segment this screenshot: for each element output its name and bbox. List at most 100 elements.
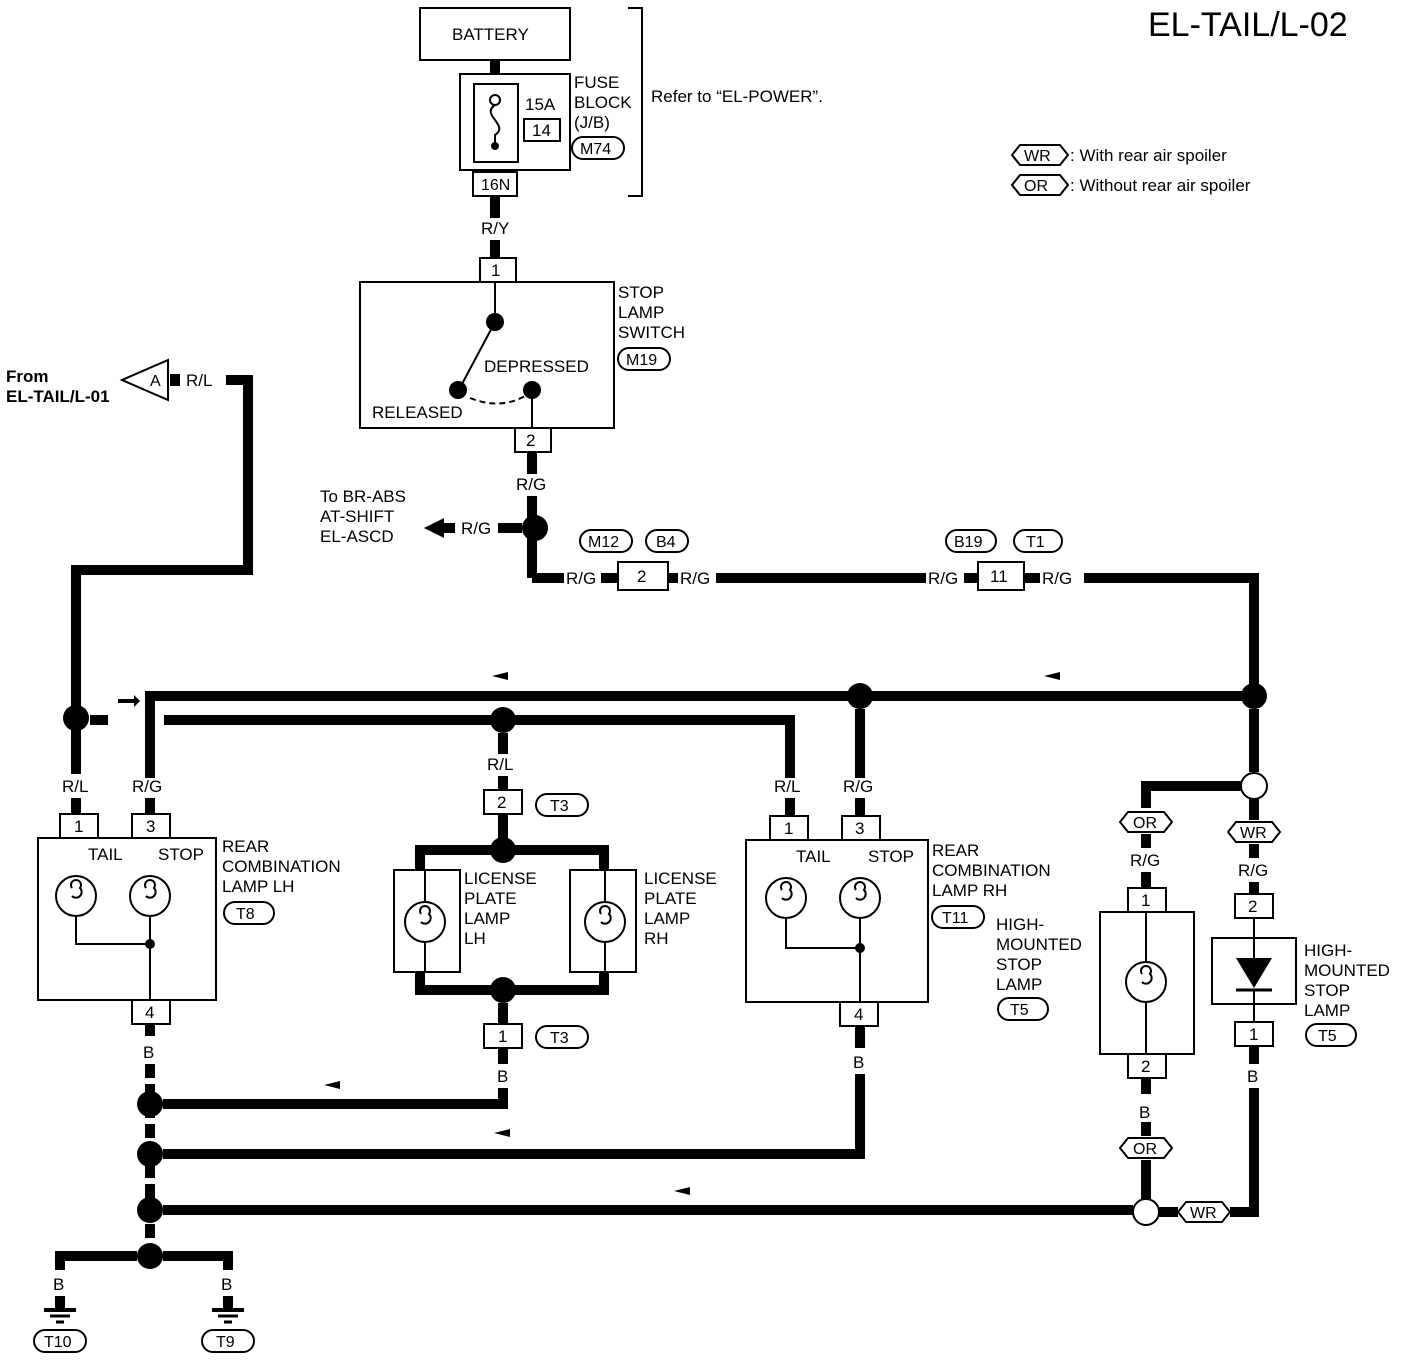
from-marker: A	[150, 373, 161, 390]
switch-depressed: DEPRESSED	[484, 357, 589, 376]
jc1-right: B4	[656, 534, 676, 551]
plate-lh-4: LH	[464, 929, 486, 948]
ground-right-connector: T9	[216, 1334, 235, 1351]
from-line-2: EL-TAIL/L-01	[6, 387, 110, 406]
connector-a-marker	[119, 358, 169, 402]
jc2-pin: 11	[990, 567, 1008, 586]
hms-wr-pin-top: 2	[1248, 897, 1257, 916]
wire-rl-from: R/L	[186, 371, 212, 390]
wire-rg-rh: R/G	[843, 777, 873, 796]
wire-b-plate: B	[497, 1067, 508, 1086]
jc1-pin: 2	[637, 567, 646, 586]
rh-pin-3: 3	[855, 819, 864, 838]
wire-rl-rh: R/L	[774, 777, 800, 796]
diagram-title: EL-TAIL/L-02	[1148, 6, 1348, 44]
wire-ry-label: R/Y	[481, 219, 509, 238]
arrow-left-icon	[492, 672, 522, 680]
hms-wr-pin-bot: 1	[1249, 1025, 1258, 1044]
wire-rg-b: R/G	[680, 569, 710, 588]
fuse-label-2: BLOCK	[574, 93, 632, 112]
fuse-connector: M74	[580, 141, 611, 158]
switch-label-1: STOP	[618, 283, 664, 302]
plate-lh-2: PLATE	[464, 889, 517, 908]
fuse-pin: 16N	[481, 177, 510, 194]
arrow-left-icon	[674, 1187, 704, 1195]
or-tag-bottom: OR	[1133, 1141, 1157, 1158]
hms-or-pin-bot: 2	[1141, 1057, 1150, 1076]
fuse-label-3: (J/B)	[574, 113, 610, 132]
wire-rg-to: R/G	[461, 519, 491, 538]
wire-b-lh: B	[143, 1043, 154, 1062]
battery-label: BATTERY	[452, 25, 529, 44]
switch-released: RELEASED	[372, 403, 463, 422]
lh-pin-4: 4	[145, 1003, 154, 1022]
plate-rh-2: PLATE	[644, 889, 697, 908]
hms-wr-label-4: LAMP	[1304, 1001, 1350, 1020]
bulb-icon	[129, 875, 171, 917]
hms-or-label-3: STOP	[996, 955, 1042, 974]
wire-rl-lh: R/L	[62, 777, 88, 796]
lh-connector: T8	[236, 906, 255, 923]
hms-wr-label-2: MOUNTED	[1304, 961, 1390, 980]
switch-pin-2: 2	[526, 431, 535, 450]
fuse-amp: 15A	[525, 95, 556, 114]
plate-rh-1: LICENSE	[644, 869, 717, 888]
rh-pin-4: 4	[854, 1005, 863, 1024]
rh-label-3: LAMP RH	[932, 881, 1007, 900]
wr-hex-icon	[1010, 144, 1070, 166]
bulb-icon	[839, 877, 881, 919]
rear-combination-lamp-lh	[37, 837, 217, 1001]
legend-wr-tag: WR	[1024, 148, 1051, 165]
lh-label-3: LAMP LH	[222, 877, 294, 896]
to-line-3: EL-ASCD	[320, 527, 394, 546]
option-splice	[1240, 772, 1268, 800]
bulb-icon	[1125, 961, 1167, 1003]
wire-rg-c: R/G	[928, 569, 958, 588]
hms-or-label-1: HIGH-	[996, 915, 1044, 934]
rh-stop: STOP	[868, 847, 914, 866]
to-line-2: AT-SHIFT	[320, 507, 394, 526]
wire-b-wr: B	[1247, 1067, 1258, 1086]
legend-or-tag: OR	[1024, 178, 1048, 195]
wire-rg-wr: R/G	[1238, 861, 1268, 880]
wire-rg-a: R/G	[566, 569, 596, 588]
hms-or-connector: T5	[1010, 1002, 1029, 1019]
lh-tail: TAIL	[88, 845, 123, 864]
rh-tail: TAIL	[796, 847, 831, 866]
hms-wr-label-1: HIGH-	[1304, 941, 1352, 960]
rh-pin-1: 1	[784, 819, 793, 838]
jc2-right: T1	[1026, 534, 1045, 551]
rear-combination-lamp-rh	[745, 839, 929, 1003]
fuse-number: 14	[532, 121, 551, 140]
plate-rh-3: LAMP	[644, 909, 690, 928]
wr-tag-bottom: WR	[1190, 1205, 1217, 1222]
lh-stop: STOP	[158, 845, 204, 864]
switch-connector: M19	[626, 352, 657, 369]
wire-rg-or: R/G	[1130, 851, 1160, 870]
plate-pin-top: 2	[497, 793, 506, 812]
wire-rg-d: R/G	[1042, 569, 1072, 588]
wire-rl-plate: R/L	[487, 755, 513, 774]
or-hex-icon	[1010, 174, 1070, 196]
hms-or-pin-top: 1	[1141, 891, 1150, 910]
bulb-icon	[584, 901, 626, 943]
plate-lh-3: LAMP	[464, 909, 510, 928]
arrow-left-icon	[1044, 672, 1074, 680]
legend: WR : With rear air spoiler OR : Without …	[1010, 144, 1251, 196]
fuse-bracket	[628, 7, 643, 197]
plate-pin-bot: 1	[498, 1027, 507, 1046]
lh-pin-1: 1	[74, 817, 83, 836]
to-line-1: To BR-ABS	[320, 487, 406, 506]
fuse-label-1: FUSE	[574, 73, 619, 92]
arrow-left-icon	[324, 1081, 354, 1089]
from-line-1: From	[6, 367, 49, 386]
hms-wr-label-3: STOP	[1304, 981, 1350, 1000]
wire-b-ground-left: B	[53, 1275, 64, 1294]
plate-conn-top: T3	[550, 798, 569, 815]
legend-wr-text: : With rear air spoiler	[1070, 146, 1227, 165]
stop-lamp-switch	[359, 281, 615, 429]
rh-label-2: COMBINATION	[932, 861, 1051, 880]
rh-label-1: REAR	[932, 841, 979, 860]
ground-icon	[212, 1296, 244, 1324]
ground-left-connector: T10	[44, 1334, 72, 1351]
